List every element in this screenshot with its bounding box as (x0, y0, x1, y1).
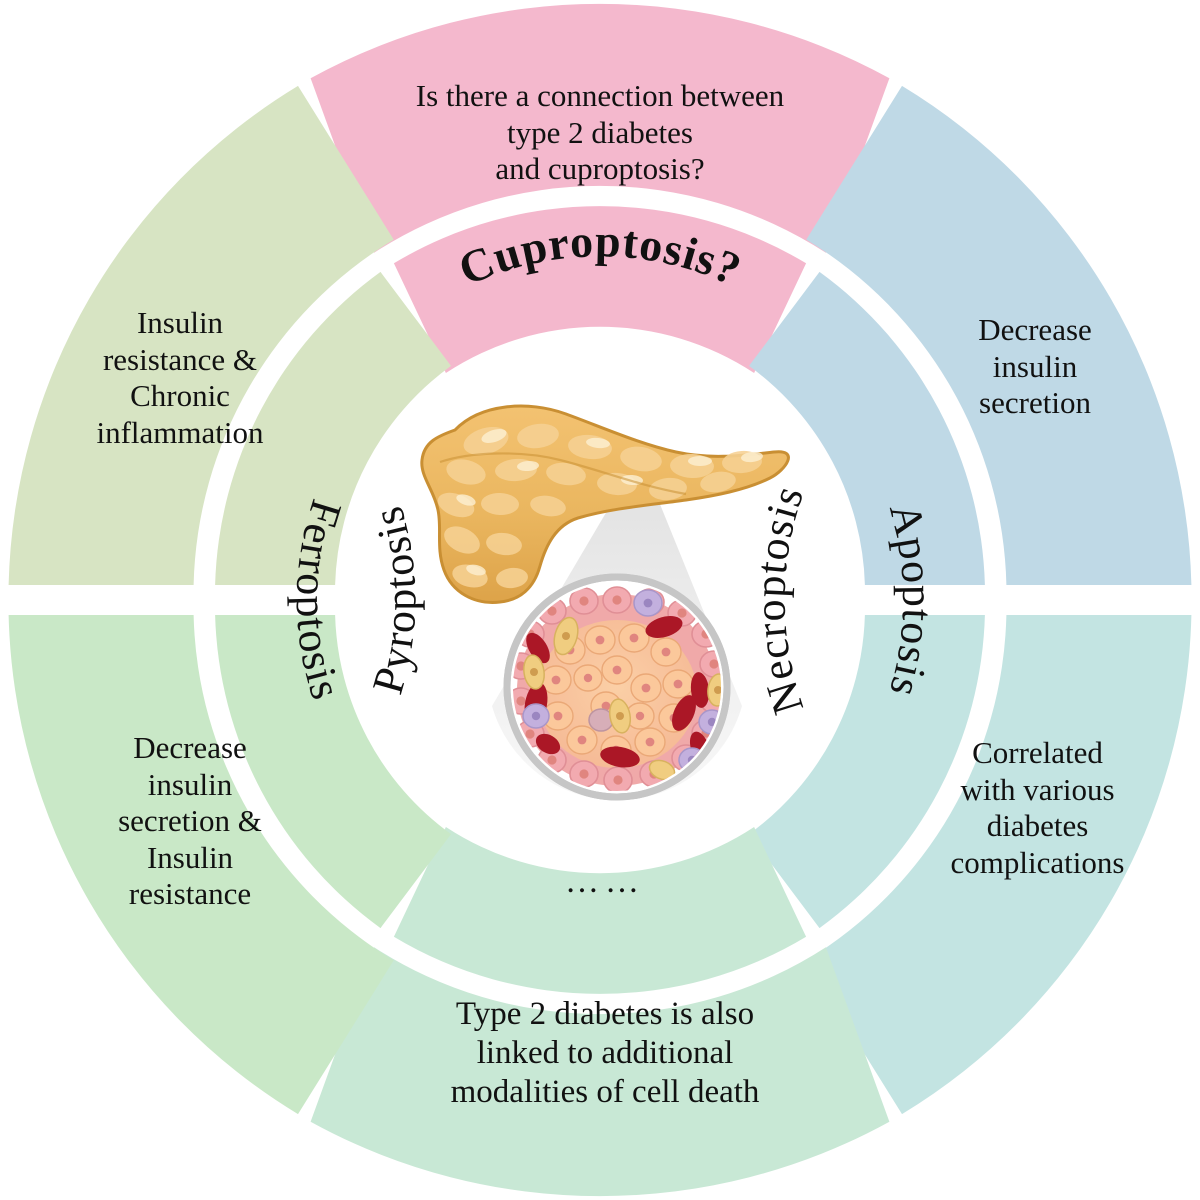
outer-segment-necroptosis[interactable] (806, 615, 1192, 1115)
outer-segment-apoptosis[interactable] (806, 85, 1192, 586)
inner-label-apoptosis: Apoptosis (880, 498, 943, 703)
pancreatic-islet-inset (503, 573, 731, 801)
inner-segment-pyroptosis[interactable] (215, 271, 451, 585)
inner-label-pyroptosis: Pyroptosis (363, 501, 426, 699)
outer-segment-other-modalities[interactable] (310, 947, 890, 1197)
inner-label-necroptosis: Necroptosis (745, 479, 813, 720)
outer-segment-pyroptosis[interactable] (8, 85, 394, 586)
inner-segment-other-modalities[interactable] (393, 827, 807, 994)
pancreas-illustration (420, 404, 790, 604)
outer-segment-ferroptosis[interactable] (8, 615, 394, 1115)
inner-segment-apoptosis[interactable] (749, 271, 985, 585)
center-illustration (420, 404, 790, 801)
inner-label-ferroptosis: Ferroptosis (287, 494, 352, 705)
inner-segment-ferroptosis[interactable] (215, 615, 451, 929)
inner-segment-necroptosis[interactable] (749, 615, 985, 929)
inner-segment-cuproptosis[interactable] (393, 206, 807, 373)
outer-ring (8, 3, 1192, 1197)
inner-ring (215, 206, 985, 994)
outer-segment-cuproptosis[interactable] (310, 3, 890, 253)
